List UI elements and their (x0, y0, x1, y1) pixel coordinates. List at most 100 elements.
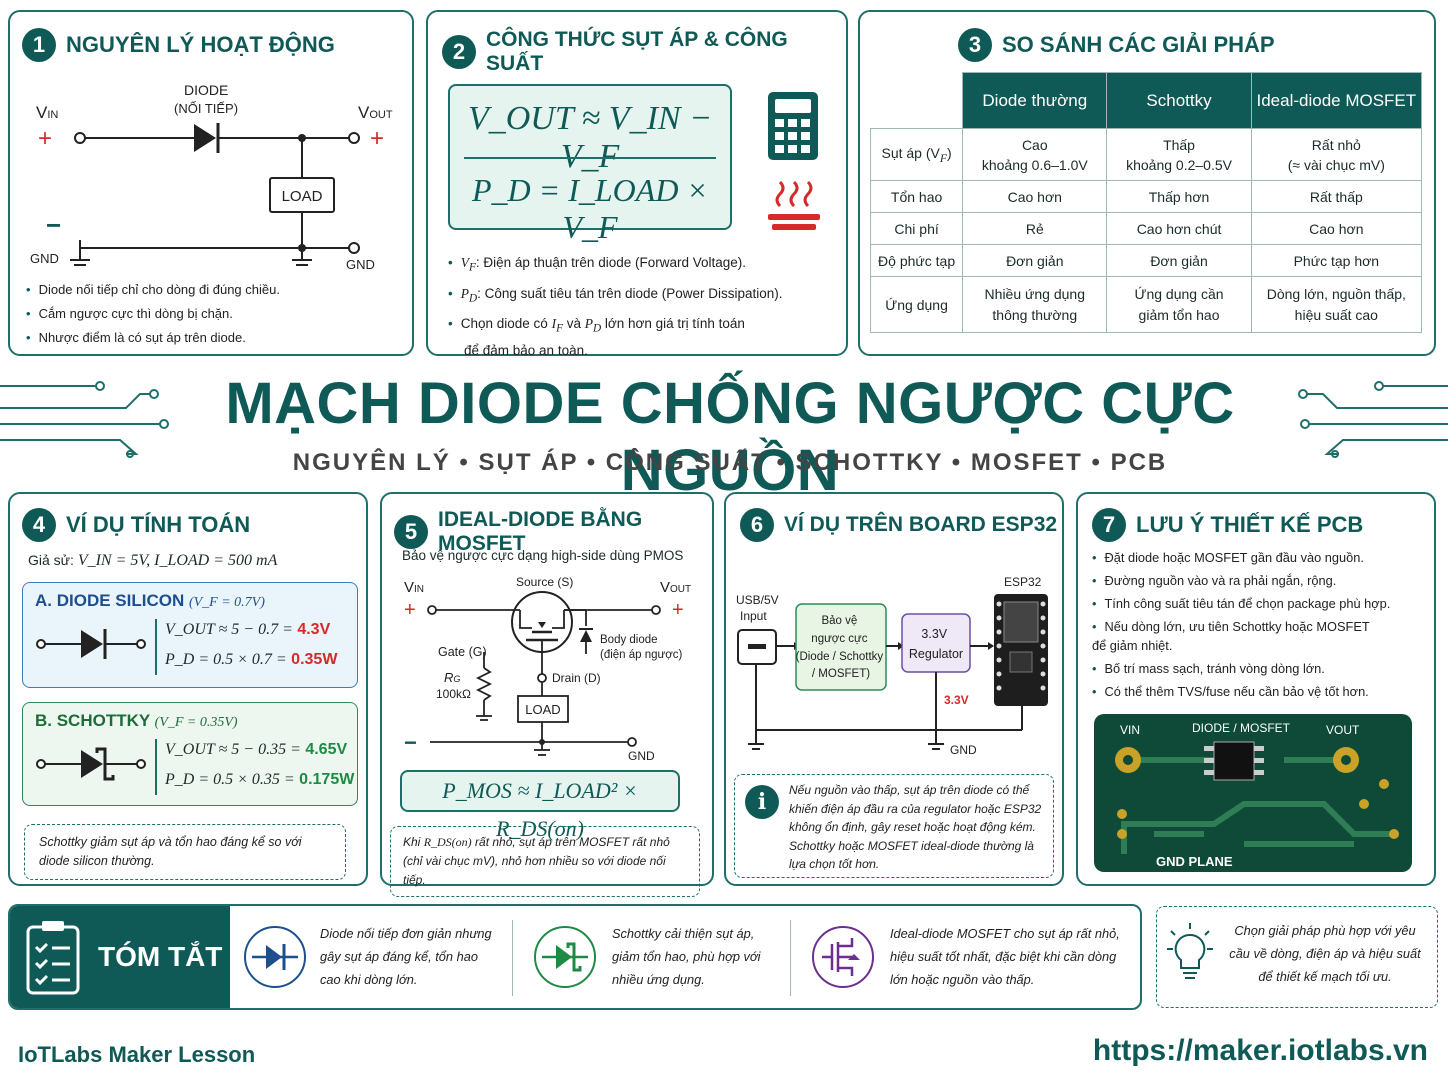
schottky-diode-icon (36, 747, 146, 781)
panel-calculation: 4 VÍ DỤ TÍNH TOÁN Giả sử: V_IN = 5V, I_L… (8, 492, 368, 886)
table-cell: Nhiều ứng dụng thông thường (962, 276, 1108, 333)
main-title: MẠCH DIODE CHỐNG NGƯỢC CỰC NGUỒN (225, 371, 1235, 503)
body-diode-label: Body diode (600, 634, 658, 646)
table-cell: Thấp khoảng 0.2–0.5V (1106, 128, 1252, 181)
comparison-table: Diode thường Schottky Ideal-diode MOSFET… (869, 72, 1423, 333)
plus-out: + (672, 599, 684, 621)
table-row: Độ phức tạp Đơn giản Đơn giản Phức tạp h… (869, 244, 1423, 277)
step-number: 7 (1092, 508, 1126, 542)
col-header-schottky: Schottky (1106, 72, 1252, 129)
bullet: Đặt diode hoặc MOSFET gần đầu vào nguồn. (1092, 546, 1428, 569)
esp32-note: i Nếu nguồn vào thấp, sụt áp trên diode … (734, 774, 1054, 878)
summary-divider (512, 920, 513, 996)
panel-principle-header: 1 NGUYÊN LÝ HOẠT ĐỘNG (22, 28, 335, 62)
table-cell: Đơn giản (962, 244, 1108, 277)
table-row: Sụt áp (VF) Cao khoảng 0.6–1.0V Thấp kho… (869, 128, 1423, 181)
example-schottky: B. SCHOTTKY (V_F = 0.35V) V_OUT ≈ 5 − 0.… (22, 702, 358, 806)
pcb-vout-label: VOUT (1326, 723, 1360, 737)
table-corner (871, 73, 963, 129)
summary-item: Schottky cải thiện sụt áp, giảm tổn hao,… (612, 926, 761, 987)
table-cell: Phức tạp hơn (1250, 244, 1423, 277)
example-title: A. DIODE SILICON (V_F = 0.7V) (35, 591, 265, 610)
panel-title: LƯU Ý THIẾT KẾ PCB (1136, 512, 1364, 537)
bullet: Nhược điểm là có sụt áp trên diode. (26, 326, 280, 350)
protection-label: Bảo vệ ngược cực (Diode / Schottky / MOS… (796, 615, 887, 680)
pcb-gnd-label: GND PLANE (1156, 854, 1233, 869)
info-icon: i (745, 785, 779, 819)
footer-url[interactable]: https://maker.iotlabs.vn (1092, 1034, 1428, 1067)
gate-label: Gate (G) (438, 645, 487, 659)
summary-tip: Chọn giải pháp phù hợp với yêu cầu về dò… (1156, 906, 1438, 1008)
step-number: 3 (958, 28, 992, 62)
bullet-choose: Chọn diode có IF và PD lớn hơn giá trị t… (448, 311, 783, 342)
mosfet-note: Khi R_DS(on) rất nhỏ, sụt áp trên MOSFET… (390, 826, 700, 897)
circuit-trace-decoration-left (0, 381, 169, 458)
table-row: Chi phí Rẻ Cao hơn chút Cao hơn (869, 212, 1423, 245)
bullet: Bố trí mass sạch, tránh vòng dòng lớn. (1092, 657, 1428, 680)
drain-label: Drain (D) (552, 671, 601, 685)
esp32-label: ESP32 (1004, 575, 1042, 589)
table-row: Ứng dụng Nhiều ứng dụng thông thường Ứng… (869, 276, 1423, 333)
calc-vout: V_OUT ≈ 5 − 0.35 = 4.65V (165, 741, 348, 758)
source-label: Source (S) (516, 575, 573, 589)
pcb-vin-label: VIN (1120, 723, 1140, 737)
summary-bar: TÓM TẮT Diode nối tiếp đơn giản nhưng gâ… (8, 904, 1142, 1010)
vout-label: VOUT (660, 579, 691, 596)
panel-title: IDEAL-DIODE BẰNG MOSFET (438, 508, 643, 555)
vin-label: VIN (404, 579, 424, 596)
panel-comparison: 3 SO SÁNH CÁC GIẢI PHÁP Diode thường Sch… (858, 10, 1436, 356)
formula-bullets: VF: Điện áp thuận trên diode (Forward Vo… (448, 250, 783, 360)
summary-header: TÓM TẮT (10, 906, 230, 1008)
table-cell: Đơn giản (1106, 244, 1252, 277)
summary-item: Ideal-diode MOSFET cho sụt áp rất nhỏ, h… (890, 926, 1120, 987)
panel-comparison-header: 3 SO SÁNH CÁC GIẢI PHÁP (958, 28, 1275, 62)
diode-label: DIODE (184, 82, 228, 98)
usb-label-2: Input (740, 609, 767, 623)
calc-pd: P_D = 0.5 × 0.35 = 0.175W (165, 771, 355, 788)
pcb-mid-label: DIODE / MOSFET (1192, 721, 1291, 735)
step-number: 2 (442, 35, 476, 69)
panel-title: NGUYÊN LÝ HOẠT ĐỘNG (66, 32, 335, 57)
pcb-bullets: Đặt diode hoặc MOSFET gần đầu vào nguồn.… (1092, 546, 1428, 703)
panel-title: VÍ DỤ TÍNH TOÁN (66, 512, 251, 537)
table-row: Tổn hao Cao hơn Thấp hơn Rất thấp (869, 180, 1423, 213)
panel-mosfet: 5 IDEAL-DIODE BẰNG MOSFET Bảo vệ ngược c… (380, 492, 714, 897)
load-label: LOAD (525, 702, 560, 717)
calculator-icon (768, 92, 818, 160)
minus-in: − (46, 210, 61, 240)
table-cell: Cao khoảng 0.6–1.0V (962, 128, 1108, 181)
table-cell: Cao hơn chút (1106, 212, 1252, 245)
gnd-label: GND (950, 743, 977, 757)
step-number: 5 (394, 515, 428, 549)
usb-label: USB/5V (736, 593, 779, 607)
gnd-left: GND (30, 251, 59, 266)
main-subtitle: NGUYÊN LÝ • SỤT ÁP • CÔNG SUẤT • SCHOTTK… (292, 449, 1168, 476)
calc-vout: V_OUT ≈ 5 − 0.7 = 4.3V (165, 621, 331, 638)
schottky-circle-icon (534, 926, 596, 988)
panel-pcb: 7 LƯU Ý THIẾT KẾ PCB Đặt diode hoặc MOSF… (1076, 492, 1436, 886)
example-silicon: A. DIODE SILICON (V_F = 0.7V) V_OUT ≈ 5 … (22, 582, 358, 688)
footer-brand: IoTLabs Maker Lesson (18, 1042, 256, 1067)
formula-box: V_OUT ≈ V_IN − V_F P_D = I_LOAD × V_F (448, 84, 732, 245)
panel-calculation-header: 4 VÍ DỤ TÍNH TOÁN (22, 508, 250, 542)
table-cell: Rất nhỏ (≈ vài chục mV) (1250, 128, 1423, 181)
example-title: B. SCHOTTKY (V_F = 0.35V) (35, 711, 238, 730)
plus-in: + (404, 599, 416, 621)
v33-label: 3.3V (944, 693, 969, 707)
mosfet-description: Bảo vệ ngược cực dạng high-side dùng PMO… (402, 548, 684, 563)
bullet: Cắm ngược cực thì dòng bị chặn. (26, 302, 280, 326)
table-cell: Cao hơn (962, 180, 1108, 213)
principle-bullets: Diode nối tiếp chỉ cho dòng đi đúng chiề… (26, 278, 280, 350)
panel-formulas: 2 CÔNG THỨC SỤT ÁP & CÔNG SUẤT V_OUT ≈ V… (426, 10, 848, 358)
result-divider (155, 739, 157, 795)
heat-icon (768, 180, 820, 230)
formula-divider (464, 157, 716, 159)
panel-title: SO SÁNH CÁC GIẢI PHÁP (1002, 32, 1275, 57)
summary-tip-text: Chọn giải pháp phù hợp với yêu cầu về dò… (1229, 923, 1421, 984)
vout-label: VOUT (358, 103, 393, 122)
lightbulb-icon (1167, 923, 1213, 979)
bullet-pd: PD: Công suất tiêu tán trên diode (Power… (448, 281, 783, 312)
result-divider (155, 619, 157, 675)
table-cell: Ứng dụng cần giảm tổn hao (1106, 276, 1252, 333)
bullet-choose-cont: để đảm bảo an toàn. (464, 343, 588, 359)
